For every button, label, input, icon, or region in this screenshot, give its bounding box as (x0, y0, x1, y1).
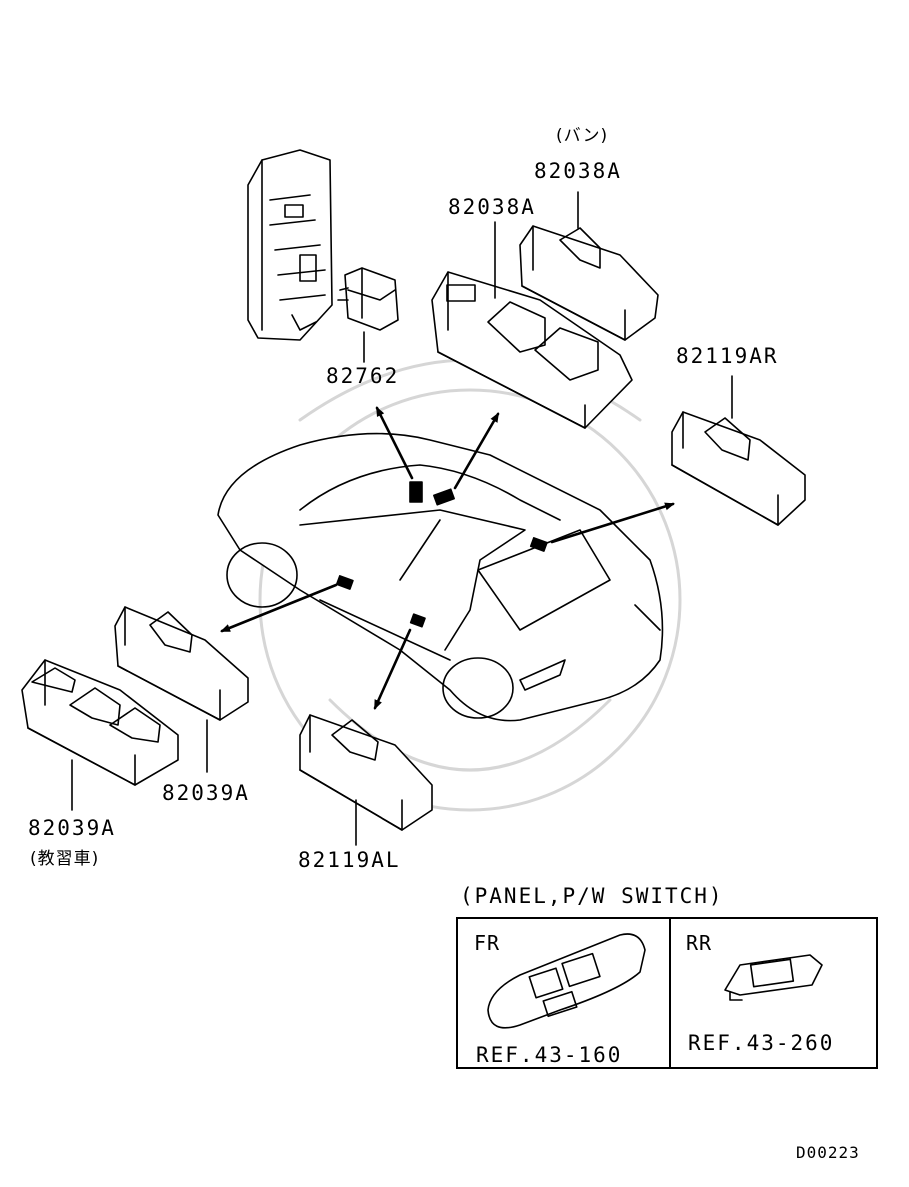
rr-tag: RR (686, 931, 713, 955)
rr-panel-icon (724, 954, 823, 1001)
panel-reference-box: FR REF.43-160 RR REF.43-260 (456, 917, 878, 1069)
car-body-icon (217, 432, 664, 722)
part-number-82039A-rear[interactable]: 82039A (162, 781, 250, 805)
relay-82762-icon (337, 267, 399, 331)
part-number-82038A-van[interactable]: 82038A (534, 159, 622, 183)
fr-panel-icon (487, 933, 646, 1029)
fr-reference-link[interactable]: REF.43-160 (476, 1043, 623, 1067)
panel-caption: (PANEL,P/W SWITCH) (460, 884, 724, 908)
inset-divider (669, 919, 671, 1067)
trainer-note: (教習車) (30, 849, 100, 869)
trainer-switch-82039A-icon (21, 659, 179, 786)
rr-reference-link[interactable]: REF.43-260 (688, 1031, 835, 1055)
diagram-code: D00223 (796, 1143, 860, 1162)
part-number-82119AR[interactable]: 82119AR (676, 344, 779, 368)
part-number-82762[interactable]: 82762 (326, 364, 400, 388)
fr-tag: FR (474, 931, 501, 955)
part-number-82119AL[interactable]: 82119AL (298, 848, 401, 872)
van-note: (バン) (556, 126, 609, 146)
rear-left-switch-82039A-icon (114, 606, 249, 721)
part-number-82039A-trainer[interactable]: 82039A (28, 816, 116, 840)
relay-box-icon (247, 149, 333, 341)
part-number-82038A[interactable]: 82038A (448, 195, 536, 219)
arrows (220, 406, 675, 710)
rear-right-switch-82119AR-icon (671, 411, 806, 526)
master-switch-82038A-icon (431, 271, 633, 429)
rear-left-switch-82119AL-icon (299, 714, 433, 831)
van-switch-82038A-icon (519, 225, 659, 341)
